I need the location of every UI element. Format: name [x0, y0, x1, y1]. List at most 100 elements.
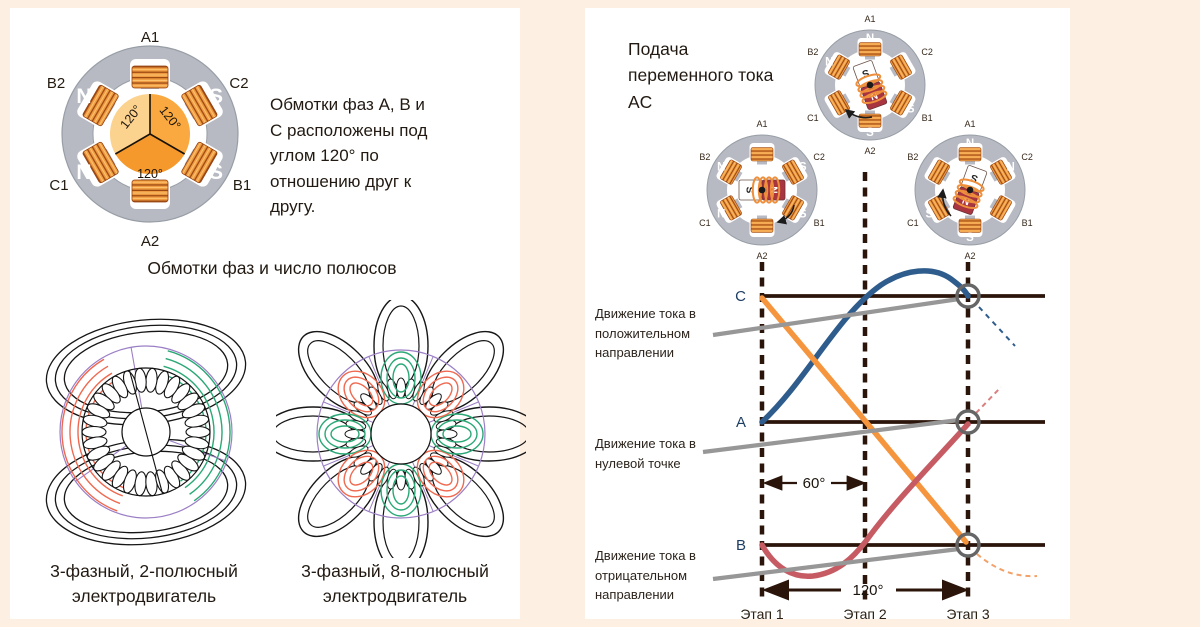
angle-label-bottom: 120° [137, 167, 163, 181]
slot-label-c1: C1 [49, 177, 68, 194]
pole-letter: S [925, 209, 933, 221]
stage-label: Этап 2 [843, 606, 887, 619]
coil [990, 159, 1012, 185]
stator-slot [130, 179, 170, 209]
stator-slot [77, 81, 119, 127]
slot-label-a2: A2 [964, 251, 975, 261]
slot-label-c2: C2 [921, 47, 933, 57]
slot-label-a1: A1 [864, 14, 875, 24]
winding-diagram-2pole [45, 318, 247, 546]
annotation-60deg: 60° [803, 475, 826, 492]
coil [131, 65, 169, 89]
coil [82, 141, 119, 184]
slot-label-b2: B2 [47, 75, 65, 92]
pole-letter: S [799, 162, 807, 174]
coil [890, 90, 912, 116]
winding-diagram-8pole [276, 300, 526, 558]
phase-curve-B [759, 421, 971, 579]
stage-label: Этап 1 [740, 606, 784, 619]
callout-positive-direction: Движение тока в положительном направлени… [595, 306, 696, 360]
slot-label-b1: B1 [1022, 218, 1033, 228]
rotation-arrow [937, 188, 952, 217]
slot-label-c2: C2 [813, 152, 825, 162]
coil [890, 54, 912, 80]
coil [720, 195, 742, 221]
callout-line [712, 296, 960, 338]
callout-line [712, 546, 960, 582]
callout-zero-point: Движение тока в нулевой точке [595, 436, 696, 471]
slot-label-b2: B2 [907, 152, 918, 162]
caption-8pole-motor: 3-фазный, 8-полюсный электродвигатель [301, 561, 489, 607]
coil [958, 218, 982, 233]
annotation-120deg: 120° [852, 582, 883, 599]
slot-label-c1: C1 [699, 218, 711, 228]
rotor-south-label: S [860, 66, 870, 79]
zero-cross-circle [955, 409, 981, 435]
stator-slot [181, 81, 223, 127]
slot-label-c1: C1 [907, 218, 919, 228]
pole-letter-se: S [209, 161, 223, 184]
phase-curve-C [759, 268, 971, 425]
coil [828, 54, 850, 80]
slot-label-a1: A1 [964, 119, 975, 129]
coil [181, 84, 218, 127]
stator-slot [130, 59, 170, 89]
slot-label-c2: C2 [1021, 152, 1033, 162]
pole-letter: S [907, 104, 915, 116]
zero-cross-circle [955, 532, 981, 558]
pole-letter: S [966, 232, 974, 244]
slot-label-a1: A1 [141, 29, 159, 46]
coil [720, 159, 742, 185]
stator-slot [181, 141, 223, 187]
coil [131, 179, 169, 203]
phase-axis-label: C [735, 288, 746, 305]
slot-label-a1: A1 [756, 119, 767, 129]
pole-letter-nw: N [76, 85, 91, 108]
phase-axis-label: A [736, 414, 746, 431]
coil [958, 147, 982, 162]
pole-letter: S [799, 209, 807, 221]
left-panel: A1 C2 B1 A2 C1 B2 N S N S 120° 120° 120°… [10, 8, 526, 619]
rotor-magnet: SN [852, 60, 888, 110]
slot-label-c1: C1 [807, 113, 819, 123]
slot-label-b2: B2 [699, 152, 710, 162]
slot-label-b1: B1 [922, 113, 933, 123]
coil [750, 147, 774, 162]
phase-axis-label: B [736, 537, 746, 554]
winding-description: Обмотки фаз А, В и С расположены под угл… [270, 95, 428, 216]
zero-cross-circle [955, 283, 981, 309]
right-panel-heading: Подача переменного тока AC [628, 39, 774, 112]
coil [828, 90, 850, 116]
coil [82, 84, 119, 127]
rotation-arrow [776, 204, 795, 225]
pole-letter-sw: N [76, 161, 91, 184]
coil [782, 159, 804, 185]
rotor-south-label: S [969, 171, 979, 184]
rotor-magnet: SN [952, 165, 988, 215]
callout-line [702, 417, 960, 455]
slot-label-b2: B2 [807, 47, 818, 57]
callout-negative-direction: Движение тока в отрицательном направлени… [595, 548, 696, 602]
pole-letter: N [866, 33, 874, 45]
pole-letter: N [966, 138, 974, 150]
three-phase-stator-diagram: A1 C2 B1 A2 C1 B2 N S N S 120° 120° 120° [47, 29, 251, 250]
stage-label: Этап 3 [946, 606, 990, 619]
coil [858, 42, 882, 57]
pole-letter-ne: S [209, 85, 223, 108]
slot-label-b1: B1 [233, 177, 251, 194]
caption-2pole-motor: 3-фазный, 2-полюсный электродвигатель [50, 561, 238, 607]
pole-letter: N [825, 57, 833, 69]
three-phase-waveform-chart: C A B 60° 120° Этап 1 Этап 2 Этап 3 [702, 172, 1045, 619]
pole-letter: N [717, 162, 725, 174]
coil [990, 195, 1012, 221]
pole-letter: S [866, 127, 874, 139]
rotor-south-label: S [743, 187, 754, 194]
slot-label-a2: A2 [756, 251, 767, 261]
slot-label-a2: A2 [141, 233, 159, 250]
slot-label-b1: B1 [814, 218, 825, 228]
